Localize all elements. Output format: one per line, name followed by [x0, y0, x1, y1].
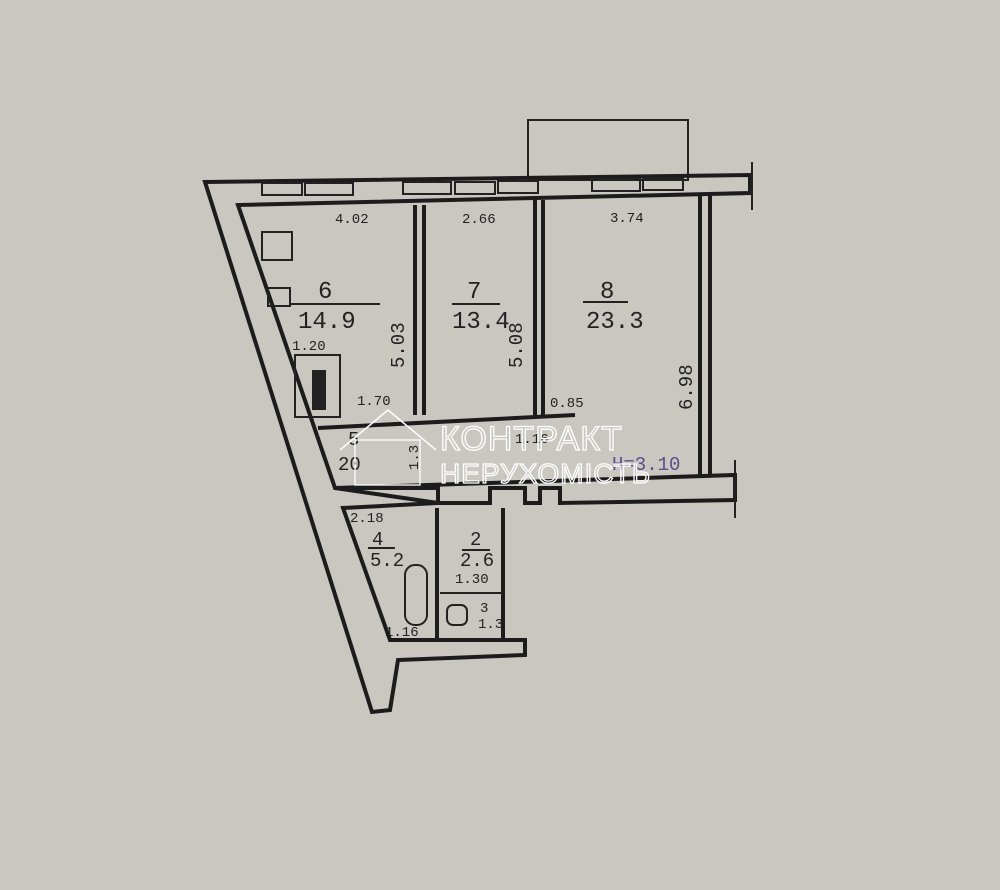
- stove-icon: [261, 231, 293, 261]
- watermark-logo: КОНТРАКТ НЕРУХОМІСТЬ: [339, 409, 651, 490]
- balcony: [527, 119, 689, 181]
- svg-text:1.3: 1.3: [478, 617, 503, 633]
- room-4-label: 4 5.2: [368, 529, 404, 572]
- dim-room8-width: 3.74: [610, 211, 644, 227]
- chimney-icon: [312, 370, 326, 410]
- toilet-icon: [446, 604, 468, 626]
- dim-room2-width: 1.30: [455, 572, 489, 588]
- dim-closet-width: 1.20: [292, 339, 326, 355]
- svg-text:4: 4: [372, 529, 383, 551]
- dim-room4-top: 2.18: [350, 511, 384, 527]
- room-8-label: 8 23.3: [583, 279, 644, 336]
- dim-room7-length: 5.08: [506, 322, 528, 368]
- svg-text:14.9: 14.9: [298, 309, 356, 336]
- dim-room6-length: 5.03: [388, 322, 410, 368]
- dim-room6-bottom: 1.70: [357, 394, 391, 410]
- svg-text:5.2: 5.2: [370, 550, 404, 572]
- room-6-label: 6 14.9: [290, 279, 380, 336]
- room-7-label: 7 13.4: [452, 279, 510, 336]
- svg-text:13.4: 13.4: [452, 309, 510, 336]
- svg-text:20: 20: [338, 454, 361, 476]
- walls: [202, 162, 753, 715]
- bathtub-icon: [404, 564, 428, 626]
- dim-room7-width: 2.66: [462, 212, 496, 228]
- svg-text:3: 3: [480, 601, 488, 617]
- room-3-label: 3 1.3: [478, 601, 503, 633]
- dim-corridor-right: 1.16: [515, 432, 549, 448]
- svg-text:КОНТРАКТ: КОНТРАКТ: [440, 420, 623, 458]
- svg-text:23.3: 23.3: [586, 309, 644, 336]
- svg-text:8: 8: [600, 279, 614, 306]
- svg-text:7: 7: [467, 279, 481, 306]
- windows: [261, 177, 684, 196]
- dim-room6-width: 4.02: [335, 212, 369, 228]
- svg-text:НЕРУХОМІСТЬ: НЕРУХОМІСТЬ: [440, 458, 651, 489]
- svg-text:5: 5: [348, 429, 359, 451]
- dim-room8-bottom: 0.85: [550, 396, 584, 412]
- svg-text:2.6: 2.6: [460, 550, 494, 572]
- closet: [294, 354, 341, 418]
- svg-text:2: 2: [470, 529, 481, 551]
- room-2-label: 2 2.6: [460, 529, 494, 572]
- dim-corridor-small: 1.3: [407, 445, 423, 470]
- ceiling-height: H=3.10: [612, 454, 680, 476]
- dim-room4-bottom: 1.16: [385, 625, 419, 641]
- dim-room8-length: 6.98: [676, 364, 698, 410]
- sink-icon: [267, 287, 291, 307]
- svg-text:6: 6: [318, 279, 332, 306]
